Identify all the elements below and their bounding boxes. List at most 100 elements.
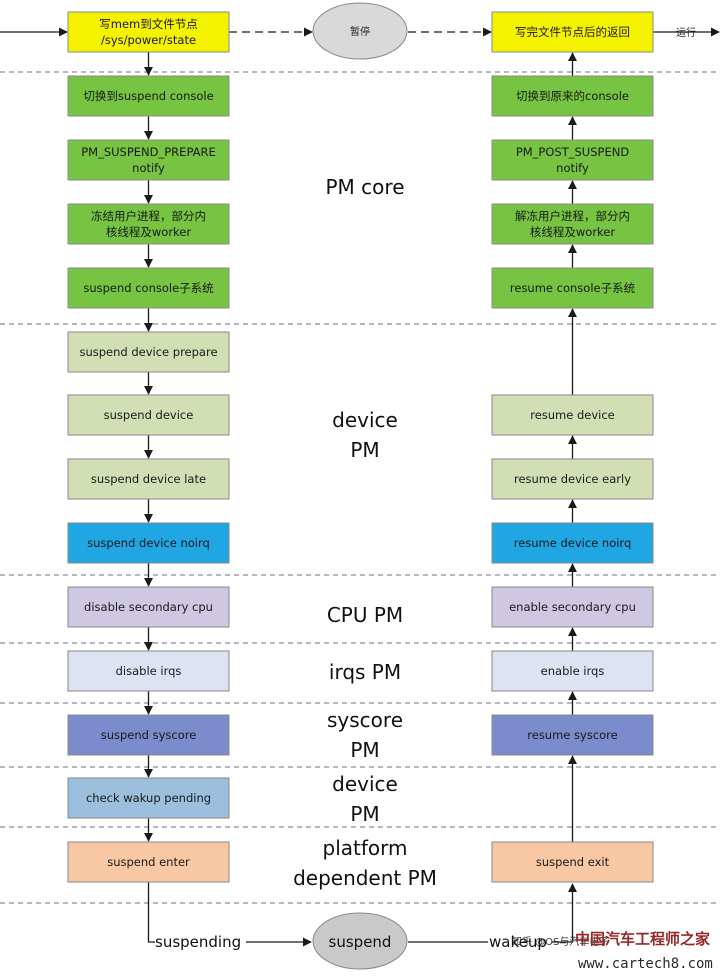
- step-label: enable secondary cpu: [509, 600, 636, 614]
- section-label: syscore: [327, 708, 403, 732]
- step-box-fill: [491, 11, 654, 53]
- right-step-box: resume syscore: [491, 714, 654, 756]
- left-step-box: suspend device: [67, 394, 230, 436]
- zhihu-watermark: 知乎 @OS与汽车电子: [512, 935, 609, 948]
- step-label: 核线程及worker: [530, 225, 615, 239]
- left-step-box: suspend device prepare: [67, 331, 230, 373]
- step-label: 切换到原来的console: [516, 89, 629, 103]
- wakeup-arrow: [552, 883, 578, 943]
- step-label: 核线程及worker: [106, 225, 191, 239]
- suspending-line: [147, 882, 155, 943]
- site-watermark: 中国汽车工程师之家: [575, 930, 710, 948]
- step-box-fill: [491, 586, 654, 628]
- suspending-label: suspending: [155, 933, 241, 951]
- left-step-box: suspend device noirq: [67, 522, 230, 564]
- step-box-fill: [491, 650, 654, 692]
- step-box-fill: [491, 458, 654, 500]
- step-label: suspend enter: [107, 855, 190, 869]
- step-box-fill: [491, 267, 654, 309]
- step-label: notify: [132, 161, 165, 175]
- section-label: irqs PM: [329, 660, 401, 684]
- step-label: 切换到suspend console: [83, 89, 213, 103]
- step-box-fill: [67, 777, 230, 819]
- run-label: 运行: [676, 26, 696, 39]
- step-box-fill: [491, 203, 654, 245]
- url-watermark: www.cartech8.com: [578, 956, 713, 972]
- step-box-fill: [491, 522, 654, 564]
- step-label: notify: [556, 161, 589, 175]
- step-label: suspend console子系统: [83, 281, 214, 295]
- step-label: /sys/power/state: [101, 33, 196, 47]
- section-label: platform: [323, 836, 408, 860]
- step-label: 解冻用户进程，部分内: [515, 209, 630, 223]
- wakeup-label: wakeup: [489, 933, 547, 951]
- step-label: suspend syscore: [101, 728, 197, 742]
- right-step-box: resume device early: [491, 458, 654, 500]
- left-step-box: check wakup pending: [67, 777, 230, 819]
- step-label: suspend device prepare: [79, 345, 217, 359]
- step-box-fill: [67, 11, 230, 53]
- step-label: suspend exit: [536, 855, 610, 869]
- step-label: suspend device noirq: [87, 536, 210, 550]
- pause-label: 暂停: [350, 25, 370, 38]
- step-box-fill: [67, 841, 230, 883]
- pause-ellipse: [312, 2, 408, 60]
- step-label: disable secondary cpu: [84, 600, 213, 614]
- section-label: PM: [350, 738, 379, 762]
- right-step-box: 切换到原来的console: [491, 75, 654, 117]
- step-label: 写完文件节点后的返回: [515, 25, 630, 39]
- left-step-box: disable irqs: [67, 650, 230, 692]
- left-step-box: suspend device late: [67, 458, 230, 500]
- right-step-box: 写完文件节点后的返回: [491, 11, 654, 53]
- step-box-fill: [67, 650, 230, 692]
- step-box-fill: [67, 586, 230, 628]
- section-label: device: [332, 772, 398, 796]
- section-label: device: [332, 408, 398, 432]
- left-step-box: disable secondary cpu: [67, 586, 230, 628]
- step-box-fill: [67, 394, 230, 436]
- step-label: suspend device late: [91, 472, 206, 486]
- step-box-fill: [67, 522, 230, 564]
- left-step-box: 切换到suspend console: [67, 75, 230, 117]
- step-label: resume device noirq: [514, 536, 632, 550]
- step-label: check wakup pending: [86, 791, 211, 805]
- step-box-fill: [67, 267, 230, 309]
- left-step-box: 写mem到文件节点/sys/power/state: [67, 11, 230, 53]
- left-step-box: suspend syscore: [67, 714, 230, 756]
- suspend-ellipse: [312, 912, 408, 970]
- step-box-fill: [491, 75, 654, 117]
- section-label: PM: [350, 438, 379, 462]
- section-label: PM: [350, 802, 379, 826]
- section-label: PM core: [326, 175, 405, 199]
- step-label: resume syscore: [527, 728, 617, 742]
- step-box-fill: [67, 203, 230, 245]
- step-label: suspend device: [104, 408, 194, 422]
- suspend-label: suspend: [329, 933, 392, 951]
- step-box-fill: [491, 394, 654, 436]
- right-step-box: enable irqs: [491, 650, 654, 692]
- step-box-fill: [67, 458, 230, 500]
- step-label: 写mem到文件节点: [99, 17, 197, 31]
- right-step-box: resume console子系统: [491, 267, 654, 309]
- step-label: PM_SUSPEND_PREPARE: [81, 145, 216, 159]
- step-box-fill: [491, 841, 654, 883]
- left-step-box: suspend enter: [67, 841, 230, 883]
- step-box-fill: [491, 139, 654, 181]
- step-label: resume device: [530, 408, 615, 422]
- step-box-fill: [67, 139, 230, 181]
- section-label: dependent PM: [293, 866, 437, 890]
- step-label: resume console子系统: [510, 281, 636, 295]
- step-box-fill: [491, 714, 654, 756]
- right-step-box: resume device noirq: [491, 522, 654, 564]
- step-label: PM_POST_SUSPEND: [516, 145, 629, 159]
- step-label: resume device early: [514, 472, 631, 486]
- right-step-box: resume device: [491, 394, 654, 436]
- step-box-fill: [67, 331, 230, 373]
- section-label: CPU PM: [327, 603, 403, 627]
- right-step-box: suspend exit: [491, 841, 654, 883]
